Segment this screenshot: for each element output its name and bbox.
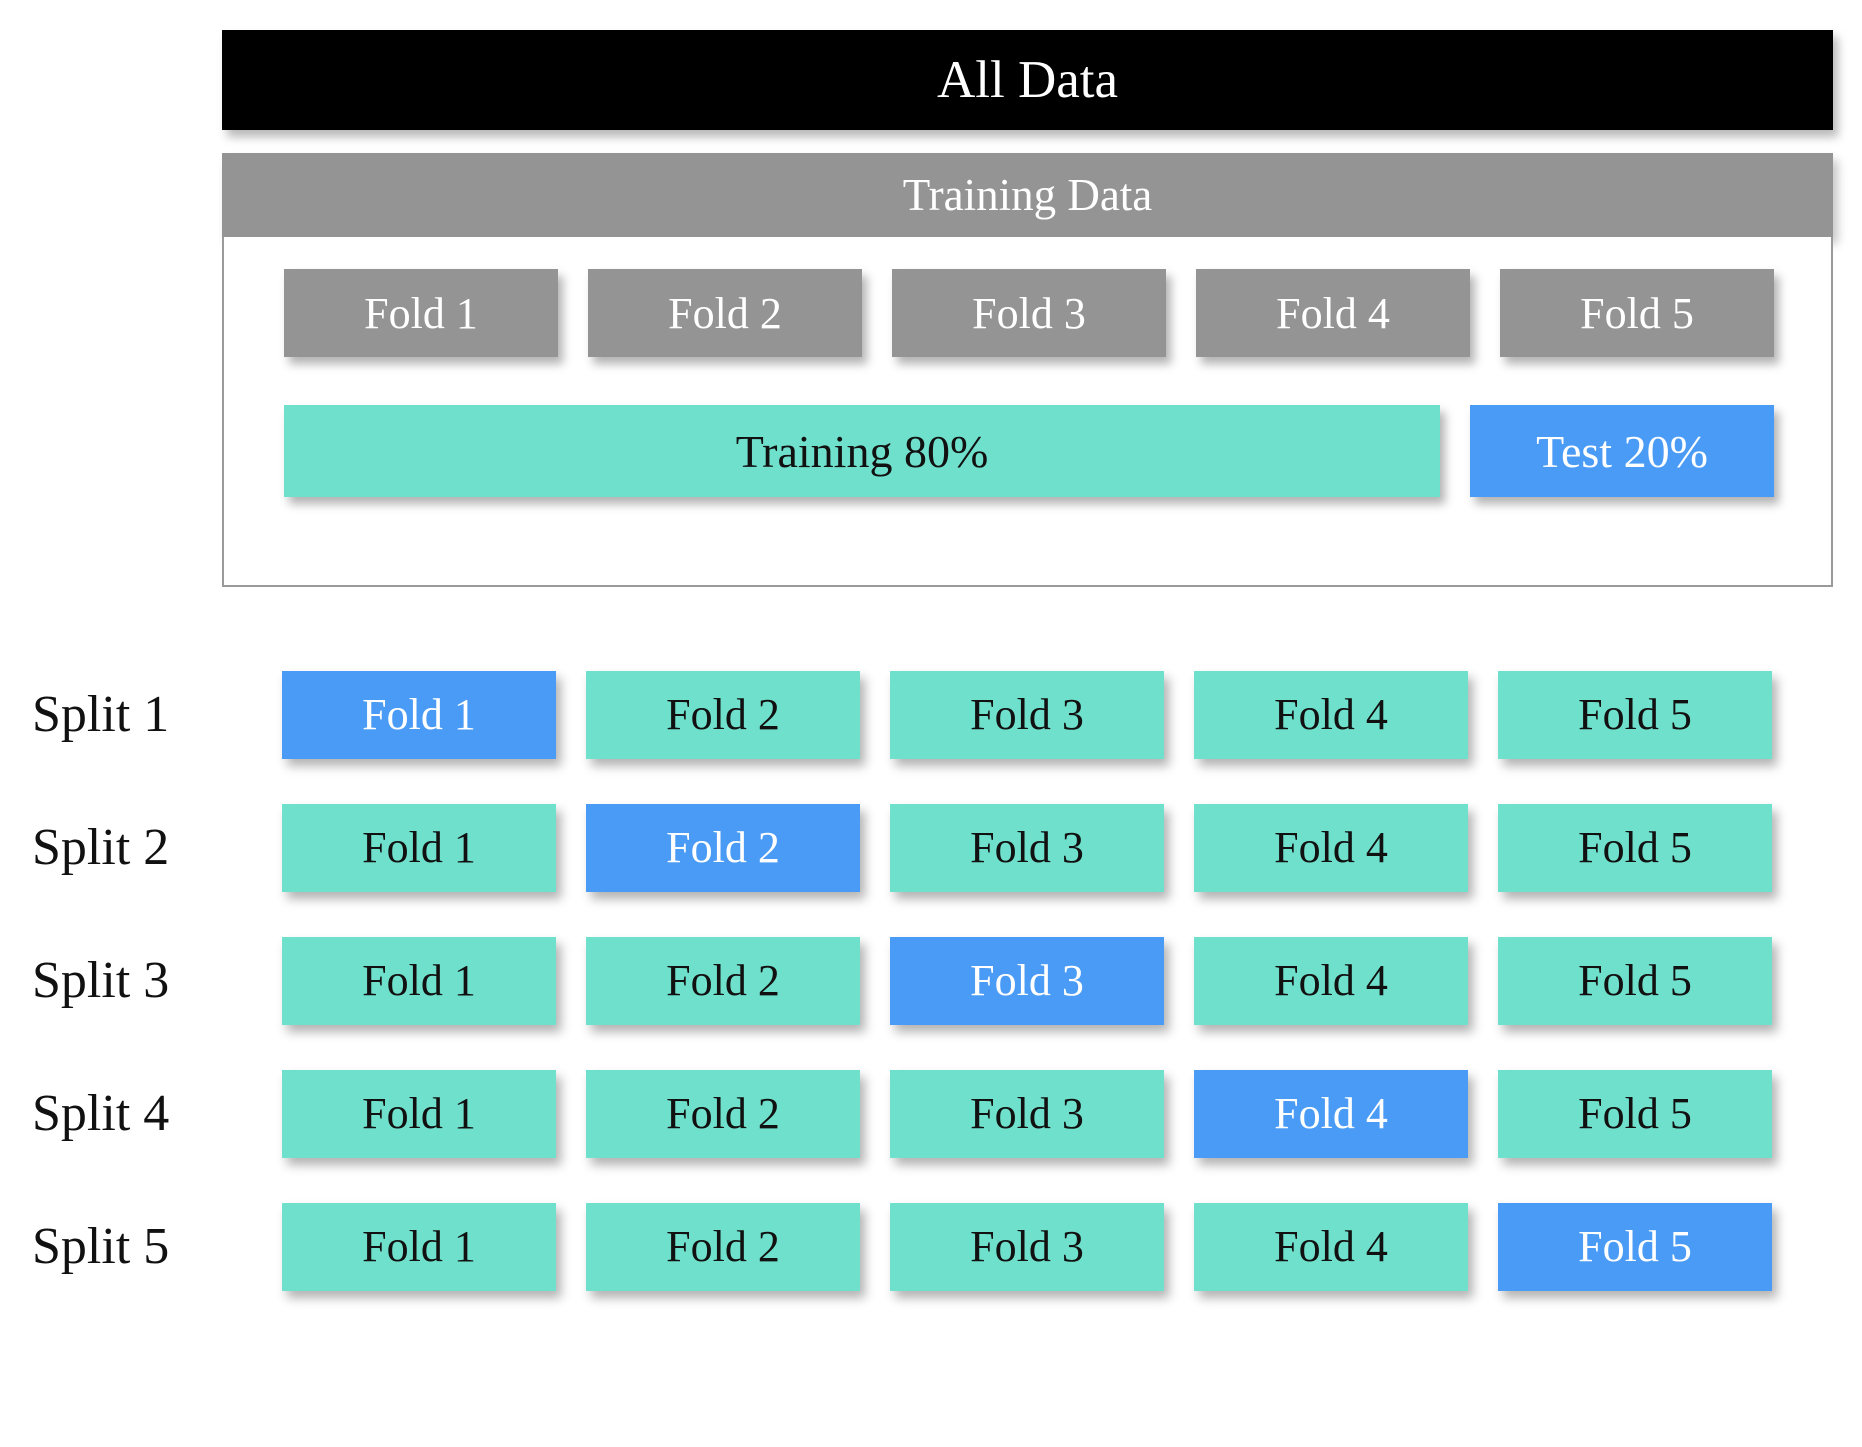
training-data-label: Training Data: [902, 170, 1153, 220]
fold-cell-label: Fold 4: [1274, 690, 1388, 739]
splits-section: Split 1 Fold 1 Fold 2 Fold 3 Fold 4 Fold…: [0, 648, 1862, 1313]
split-row-cells: Fold 1 Fold 2 Fold 3 Fold 4 Fold 5: [282, 1069, 1772, 1158]
fold-cell-label: Fold 1: [362, 823, 476, 872]
fold-cell-label: Fold 2: [666, 690, 780, 739]
fold-cell-label: Fold 5: [1578, 690, 1692, 739]
top-fold-box: Fold 4: [1196, 269, 1470, 357]
split-row-label: Split 4: [32, 1084, 170, 1142]
fold-cell-label: Fold 1: [362, 1222, 476, 1271]
fold-cell: Fold 4: [1194, 803, 1468, 892]
top-fold-label: Fold 4: [1276, 288, 1390, 338]
fold-cell: Fold 1: [282, 803, 556, 892]
fold-container: Fold 1 Fold 2 Fold 3 Fold 4 Fold 5 Train…: [222, 237, 1833, 587]
fold-cell: Fold 1: [282, 1202, 556, 1291]
fold-cell: Fold 4: [1194, 936, 1468, 1025]
top-fold-label: Fold 5: [1580, 288, 1694, 338]
fold-cell-label: Fold 3: [970, 956, 1084, 1005]
fold-cell: Fold 1: [282, 1069, 556, 1158]
fold-cell: Fold 5: [1498, 1069, 1772, 1158]
training-portion: Training 80%: [284, 405, 1440, 497]
fold-cell-label: Fold 1: [362, 1089, 476, 1138]
split-row-cells: Fold 1 Fold 2 Fold 3 Fold 4 Fold 5: [282, 936, 1772, 1025]
split-row-label: Split 1: [32, 685, 170, 743]
fold-cell-label: Fold 2: [666, 1089, 780, 1138]
split-row-cells: Fold 1 Fold 2 Fold 3 Fold 4 Fold 5: [282, 803, 1772, 892]
train-test-split-bar: Training 80% Test 20%: [284, 405, 1774, 497]
fold-cell: Fold 2: [586, 936, 860, 1025]
split-row-label: Split 2: [32, 818, 170, 876]
split-row-cells: Fold 1 Fold 2 Fold 3 Fold 4 Fold 5: [282, 1202, 1772, 1291]
fold-cell-label: Fold 3: [970, 823, 1084, 872]
split-row: Split 1 Fold 1 Fold 2 Fold 3 Fold 4 Fold…: [0, 648, 1862, 781]
top-fold-box: Fold 5: [1500, 269, 1774, 357]
fold-cell: Fold 5: [1498, 936, 1772, 1025]
top-fold-box: Fold 3: [892, 269, 1166, 357]
top-fold-label: Fold 1: [364, 288, 478, 338]
fold-cell: Fold 2: [586, 1069, 860, 1158]
fold-cell-label: Fold 4: [1274, 1222, 1388, 1271]
fold-cell-label: Fold 1: [362, 690, 476, 739]
fold-cell: Fold 5: [1498, 670, 1772, 759]
fold-cell: Fold 2: [586, 1202, 860, 1291]
fold-cell: Fold 2: [586, 670, 860, 759]
training-portion-label: Training 80%: [735, 425, 989, 477]
fold-cell: Fold 1: [282, 936, 556, 1025]
top-fold-label: Fold 3: [972, 288, 1086, 338]
fold-cell-label: Fold 3: [970, 1222, 1084, 1271]
fold-cell: Fold 3: [890, 670, 1164, 759]
fold-cell: Fold 4: [1194, 670, 1468, 759]
fold-cell: Fold 5: [1498, 803, 1772, 892]
test-portion: Test 20%: [1470, 405, 1774, 497]
top-fold-box: Fold 2: [588, 269, 862, 357]
fold-cell-label: Fold 2: [666, 823, 780, 872]
split-row-label: Split 5: [32, 1217, 170, 1275]
fold-cell-label: Fold 3: [970, 1089, 1084, 1138]
fold-cell: Fold 5: [1498, 1202, 1772, 1291]
top-fold-row: Fold 1 Fold 2 Fold 3 Fold 4 Fold 5: [284, 269, 1774, 357]
fold-cell: Fold 3: [890, 936, 1164, 1025]
fold-cell: Fold 4: [1194, 1202, 1468, 1291]
all-data-label: All Data: [936, 51, 1119, 109]
split-row: Split 4 Fold 1 Fold 2 Fold 3 Fold 4 Fold…: [0, 1047, 1862, 1180]
fold-cell-label: Fold 2: [666, 1222, 780, 1271]
split-row-cells: Fold 1 Fold 2 Fold 3 Fold 4 Fold 5: [282, 670, 1772, 759]
training-data-banner: Training Data: [222, 153, 1833, 237]
fold-cell: Fold 3: [890, 1202, 1164, 1291]
fold-cell-label: Fold 5: [1578, 956, 1692, 1005]
fold-cell-label: Fold 5: [1578, 1222, 1692, 1271]
fold-cell: Fold 1: [282, 670, 556, 759]
top-fold-label: Fold 2: [668, 288, 782, 338]
split-row-label: Split 3: [32, 951, 170, 1009]
fold-cell-label: Fold 1: [362, 956, 476, 1005]
top-fold-box: Fold 1: [284, 269, 558, 357]
fold-cell-label: Fold 2: [666, 956, 780, 1005]
fold-cell: Fold 4: [1194, 1069, 1468, 1158]
fold-cell-label: Fold 3: [970, 690, 1084, 739]
fold-cell-label: Fold 4: [1274, 956, 1388, 1005]
fold-cell-label: Fold 4: [1274, 1089, 1388, 1138]
fold-cell-label: Fold 5: [1578, 823, 1692, 872]
all-data-banner: All Data: [222, 30, 1833, 130]
fold-cell-label: Fold 5: [1578, 1089, 1692, 1138]
split-row: Split 3 Fold 1 Fold 2 Fold 3 Fold 4 Fold…: [0, 914, 1862, 1047]
fold-cell: Fold 2: [586, 803, 860, 892]
fold-cell: Fold 3: [890, 1069, 1164, 1158]
test-portion-label: Test 20%: [1536, 425, 1708, 477]
split-row: Split 2 Fold 1 Fold 2 Fold 3 Fold 4 Fold…: [0, 781, 1862, 914]
split-row: Split 5 Fold 1 Fold 2 Fold 3 Fold 4 Fold…: [0, 1180, 1862, 1313]
fold-cell: Fold 3: [890, 803, 1164, 892]
fold-cell-label: Fold 4: [1274, 823, 1388, 872]
